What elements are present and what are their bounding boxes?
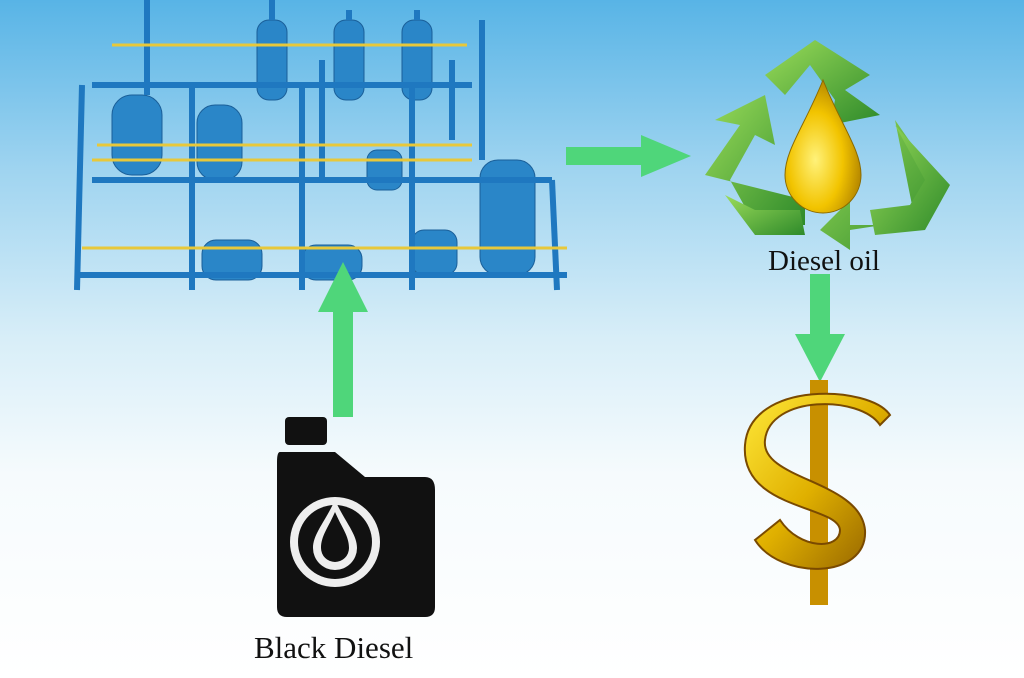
diesel-oil-label: Diesel oil (768, 245, 880, 277)
arrow-down-icon (795, 274, 845, 382)
black-diesel-label: Black Diesel (254, 630, 414, 665)
recycle-oil-drop-icon (705, 40, 950, 250)
dollar-sign-icon (743, 380, 892, 605)
arrow-right-icon (566, 135, 691, 177)
refinery-plant-icon (74, 0, 567, 291)
arrow-up-icon (318, 262, 368, 417)
oil-jug-icon (277, 417, 435, 617)
